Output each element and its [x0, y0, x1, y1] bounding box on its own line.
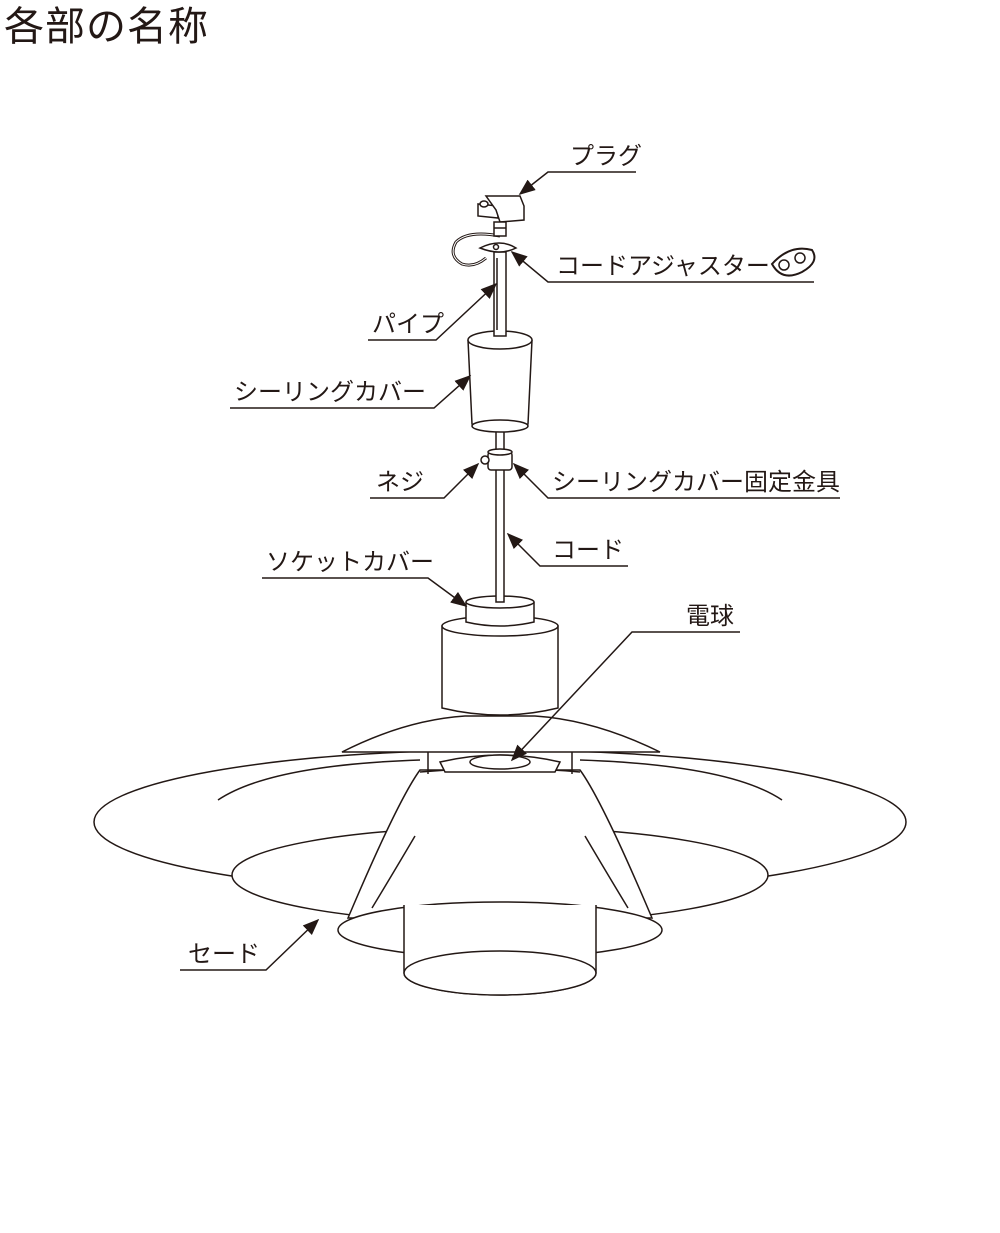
label-cord-adjuster: コードアジャスター	[556, 252, 770, 280]
label-plug: プラグ	[570, 142, 642, 170]
socket-cover	[441, 595, 559, 716]
ceiling-cover-bracket	[480, 448, 513, 471]
label-screw: ネジ	[376, 468, 424, 496]
pipe	[493, 251, 507, 337]
leader-plug	[518, 171, 636, 196]
label-cord: コード	[552, 536, 624, 564]
label-pipe: パイプ	[372, 310, 444, 338]
leader-shade	[180, 918, 320, 971]
label-bulb: 電球	[686, 602, 734, 630]
page-title: 各部の名称	[4, 4, 209, 50]
leader-screw	[370, 462, 480, 499]
ceiling-cover	[467, 330, 533, 433]
leader-cord	[506, 532, 628, 567]
cord-adjuster-detail-icon	[770, 247, 816, 277]
label-ceiling-cover: シーリングカバー	[234, 378, 426, 406]
shade	[93, 715, 907, 996]
leader-bulb	[510, 631, 740, 762]
label-shade: セード	[188, 940, 260, 968]
plug	[477, 195, 525, 237]
leader-ceiling-cover-bracket	[512, 462, 840, 499]
leader-pipe	[368, 282, 498, 341]
leader-socket-cover	[262, 577, 468, 607]
label-ceiling-cover-bracket: シーリングカバー固定金具	[552, 468, 840, 496]
leader-ceiling-cover	[230, 374, 472, 409]
cord-adjuster	[451, 232, 518, 267]
label-socket-cover: ソケットカバー	[266, 548, 434, 576]
leader-cord-adjuster	[510, 250, 814, 283]
